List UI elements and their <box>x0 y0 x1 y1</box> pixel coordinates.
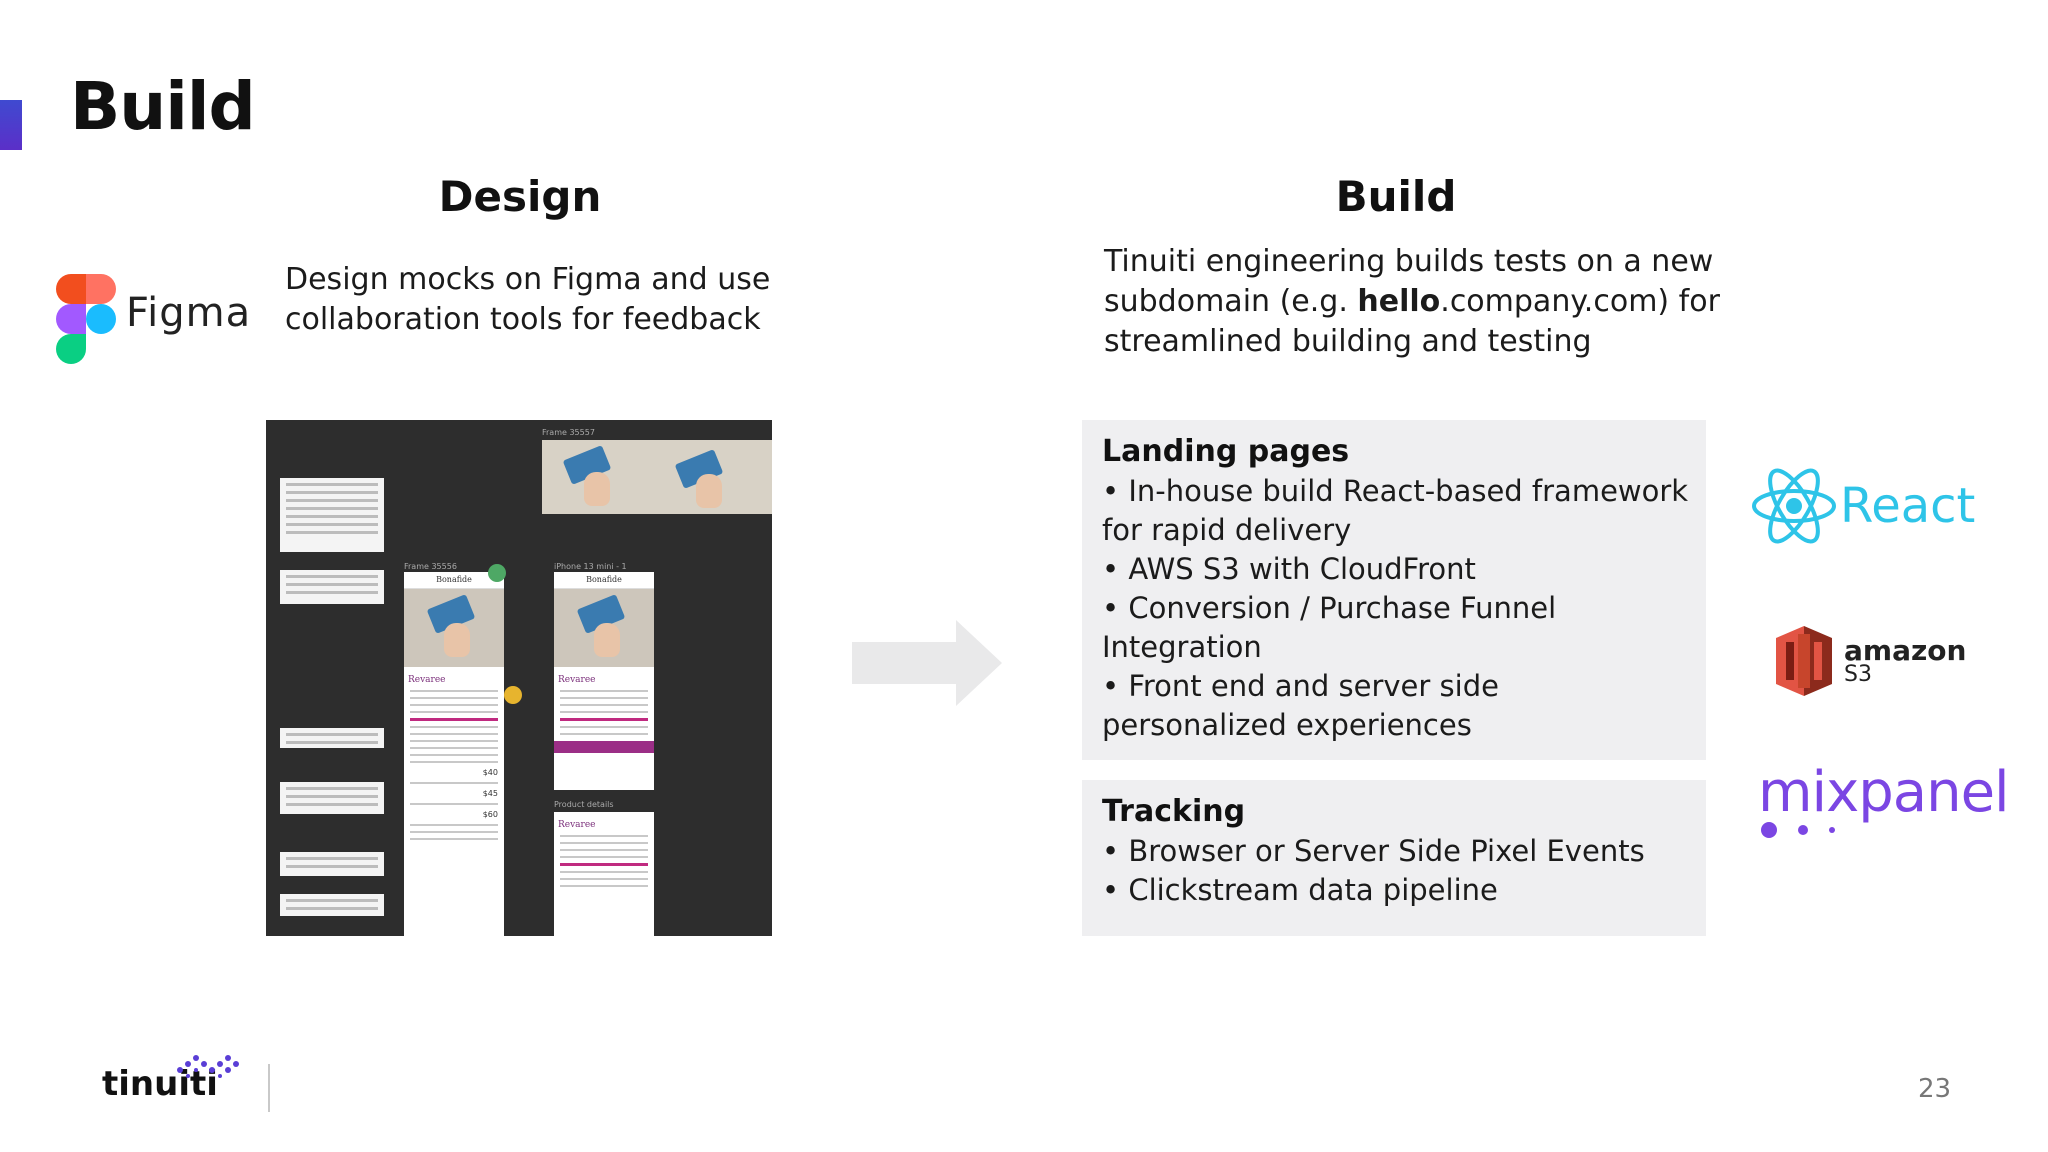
product-photo <box>542 440 772 514</box>
figma-mock-screenshot: Frame 35557 Frame 35556 Bonafide Revaree… <box>266 420 772 936</box>
landing-pages-title: Landing pages <box>1102 434 1350 469</box>
landing-pages-item: • Conversion / Purchase Funnel Integrati… <box>1102 591 1557 664</box>
tracking-panel: Tracking • Browser or Server Side Pixel … <box>1082 780 1706 936</box>
sticky-note <box>280 478 384 552</box>
tinuiti-logo: tinuiti <box>102 1064 218 1104</box>
sticky-note <box>280 782 384 814</box>
figma-icon <box>56 274 116 364</box>
frame-label: Product details <box>554 800 614 809</box>
right-arrow-icon <box>852 620 1002 706</box>
landing-pages-panel: Landing pages • In-house build React-bas… <box>1082 420 1706 760</box>
s3-product-text: S3 <box>1844 662 1872 687</box>
design-heading: Design <box>438 172 602 221</box>
build-description-text: Tinuiti engineering builds tests on a ne… <box>1104 244 1714 319</box>
comment-avatar <box>488 564 506 582</box>
landing-pages-item: • AWS S3 with CloudFront <box>1102 552 1476 586</box>
figma-wordmark: Figma <box>126 290 252 336</box>
sticky-note <box>280 728 384 748</box>
phone-frame: Revaree <box>554 812 654 936</box>
brand-header: Bonafide <box>554 572 654 589</box>
sticky-note <box>280 852 384 876</box>
page-number: 23 <box>1918 1074 1952 1104</box>
mixpanel-dots-icon <box>1761 822 1835 838</box>
tracking-item: • Browser or Server Side Pixel Events <box>1102 834 1645 868</box>
tracking-title: Tracking <box>1102 794 1246 829</box>
build-description-text: .company.com) for streamlined building a… <box>1104 284 1720 359</box>
landing-pages-item: • In-house build React-based framework f… <box>1102 474 1689 547</box>
react-icon <box>1752 468 1836 544</box>
add-to-cart-button <box>554 741 654 753</box>
build-heading: Build <box>1335 172 1457 221</box>
s3-brand-text: amazon <box>1844 634 1967 667</box>
sticky-note <box>280 894 384 916</box>
react-wordmark: React <box>1840 478 1976 534</box>
product-name: Revaree <box>558 820 596 830</box>
tinuiti-mark-icon <box>177 1055 239 1078</box>
price: $45 <box>482 789 498 798</box>
build-description-bold: hello <box>1357 284 1441 319</box>
frame-label: iPhone 13 mini - 1 <box>554 562 627 571</box>
phone-frame: Bonafide Revaree <box>554 572 654 790</box>
frame-label: Frame 35556 <box>404 562 457 571</box>
mixpanel-wordmark: mixpanel <box>1758 760 2010 825</box>
accent-bar <box>0 100 22 150</box>
brand-header: Bonafide <box>404 572 504 589</box>
product-name: Revaree <box>408 675 446 685</box>
landing-pages-item: • Front end and server side personalized… <box>1102 669 1499 742</box>
page-title: Build <box>70 68 256 145</box>
aws-s3-icon <box>1776 626 1832 696</box>
sticky-note <box>280 570 384 604</box>
footer-divider <box>268 1064 270 1112</box>
price: $60 <box>482 810 498 819</box>
build-description: Tinuiti engineering builds tests on a ne… <box>1104 242 1724 362</box>
comment-avatar <box>504 686 522 704</box>
tracking-item: • Clickstream data pipeline <box>1102 873 1498 907</box>
design-description: Design mocks on Figma and use collaborat… <box>285 262 771 337</box>
product-name: Revaree <box>558 675 596 685</box>
phone-frame: Bonafide Revaree $40 $45 $60 <box>404 572 504 936</box>
price: $40 <box>482 768 498 777</box>
frame-label: Frame 35557 <box>542 428 595 437</box>
